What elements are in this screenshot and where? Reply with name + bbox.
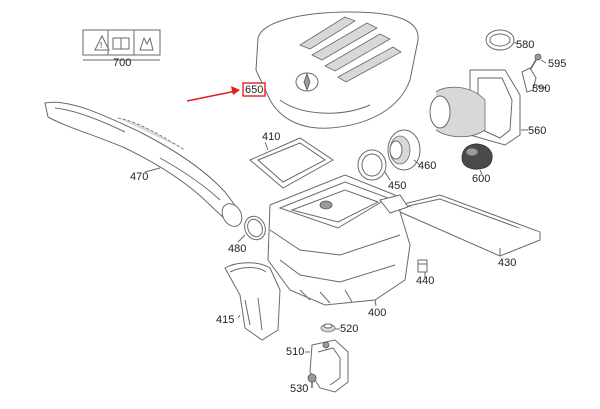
filter-housing-part-400 [267, 174, 411, 307]
callout-450: 450 [388, 180, 406, 192]
hose-clamp-part-480 [237, 215, 266, 243]
callout-590: 590 [532, 83, 550, 95]
highlight-arrow [186, 86, 240, 102]
rubber-cap-part-600 [461, 143, 493, 175]
callout-595: 595 [548, 58, 566, 70]
callout-400: 400 [368, 307, 386, 319]
callout-560: 560 [528, 125, 546, 137]
callout-480: 480 [228, 243, 246, 255]
air-duct-part-560 [429, 69, 528, 146]
clamp-ring-part-580 [485, 29, 517, 51]
highlight-box-650 [242, 82, 266, 97]
svg-text:!: ! [100, 41, 102, 50]
bolt-part-530 [302, 373, 317, 388]
callout-415: 415 [216, 314, 234, 326]
intake-duct-part-415 [224, 262, 281, 341]
callout-520: 520 [340, 323, 358, 335]
callout-650: 650 [245, 84, 263, 96]
callout-510: 510 [286, 346, 304, 358]
intake-tube-part-470 [44, 101, 243, 227]
callout-460: 460 [418, 160, 436, 172]
screw-part-595 [528, 53, 547, 73]
callout-440: 440 [416, 275, 434, 287]
warning-label-part-700: ! [82, 29, 161, 61]
bracket-part-590 [521, 67, 548, 93]
gasket-ring-part-450 [357, 149, 391, 181]
seal-frame-part-410 [249, 137, 334, 189]
callout-600: 600 [472, 173, 490, 185]
air-filter-part-430 [398, 194, 542, 257]
callout-700: 700 [113, 57, 131, 69]
engine-cover-part-650 [255, 11, 419, 129]
mounting-bracket-part-510 [305, 339, 349, 393]
callout-430: 430 [498, 257, 516, 269]
warning-triangle-icon [94, 34, 110, 51]
callout-530: 530 [290, 383, 308, 395]
callout-470: 470 [130, 171, 148, 183]
callout-410: 410 [262, 131, 280, 143]
grommet-part-520 [320, 323, 340, 333]
hose-connector-part-460 [387, 129, 421, 171]
hand-icon [139, 36, 154, 51]
plug-part-440 [417, 259, 428, 278]
callout-580: 580 [516, 39, 534, 51]
